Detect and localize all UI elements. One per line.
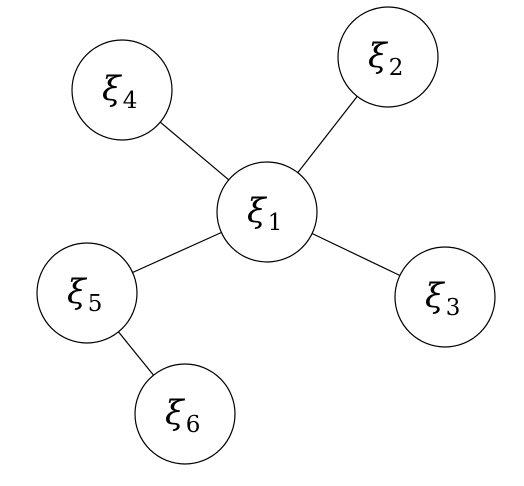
node-2: ξ2 [337, 6, 439, 108]
node-label: ξ3 [425, 276, 460, 321]
node-subscript: 4 [123, 88, 138, 114]
edge-n1-n4 [159, 121, 230, 181]
edge-n5-n6 [118, 331, 154, 376]
node-5: ξ5 [36, 242, 138, 344]
node-symbol: ξ [67, 272, 88, 312]
node-label: ξ2 [368, 36, 403, 81]
node-circle [71, 39, 173, 141]
node-symbol: ξ [165, 393, 186, 433]
node-circle [394, 246, 496, 348]
node-symbol: ξ [368, 36, 389, 76]
node-subscript: 6 [186, 412, 201, 438]
edge-n1-n3 [311, 232, 401, 277]
node-symbol: ξ [102, 69, 123, 109]
node-symbol: ξ [247, 191, 268, 231]
edge-n1-n5 [132, 231, 222, 274]
node-1: ξ1 [216, 161, 318, 263]
node-label: ξ1 [247, 191, 282, 236]
edge-n1-n2 [297, 96, 358, 173]
node-3: ξ3 [394, 246, 496, 348]
node-label: ξ4 [102, 69, 137, 114]
node-circle [36, 242, 138, 344]
node-circle [337, 6, 439, 108]
node-subscript: 5 [88, 291, 103, 317]
node-circle [134, 363, 236, 465]
node-label: ξ6 [165, 393, 200, 438]
node-subscript: 3 [446, 295, 461, 321]
node-symbol: ξ [425, 276, 446, 316]
node-6: ξ6 [134, 363, 236, 465]
edges-layer [118, 96, 401, 376]
node-4: ξ4 [71, 39, 173, 141]
node-subscript: 2 [389, 55, 404, 81]
node-circle [216, 161, 318, 263]
node-label: ξ5 [67, 272, 102, 317]
node-subscript: 1 [268, 210, 283, 236]
